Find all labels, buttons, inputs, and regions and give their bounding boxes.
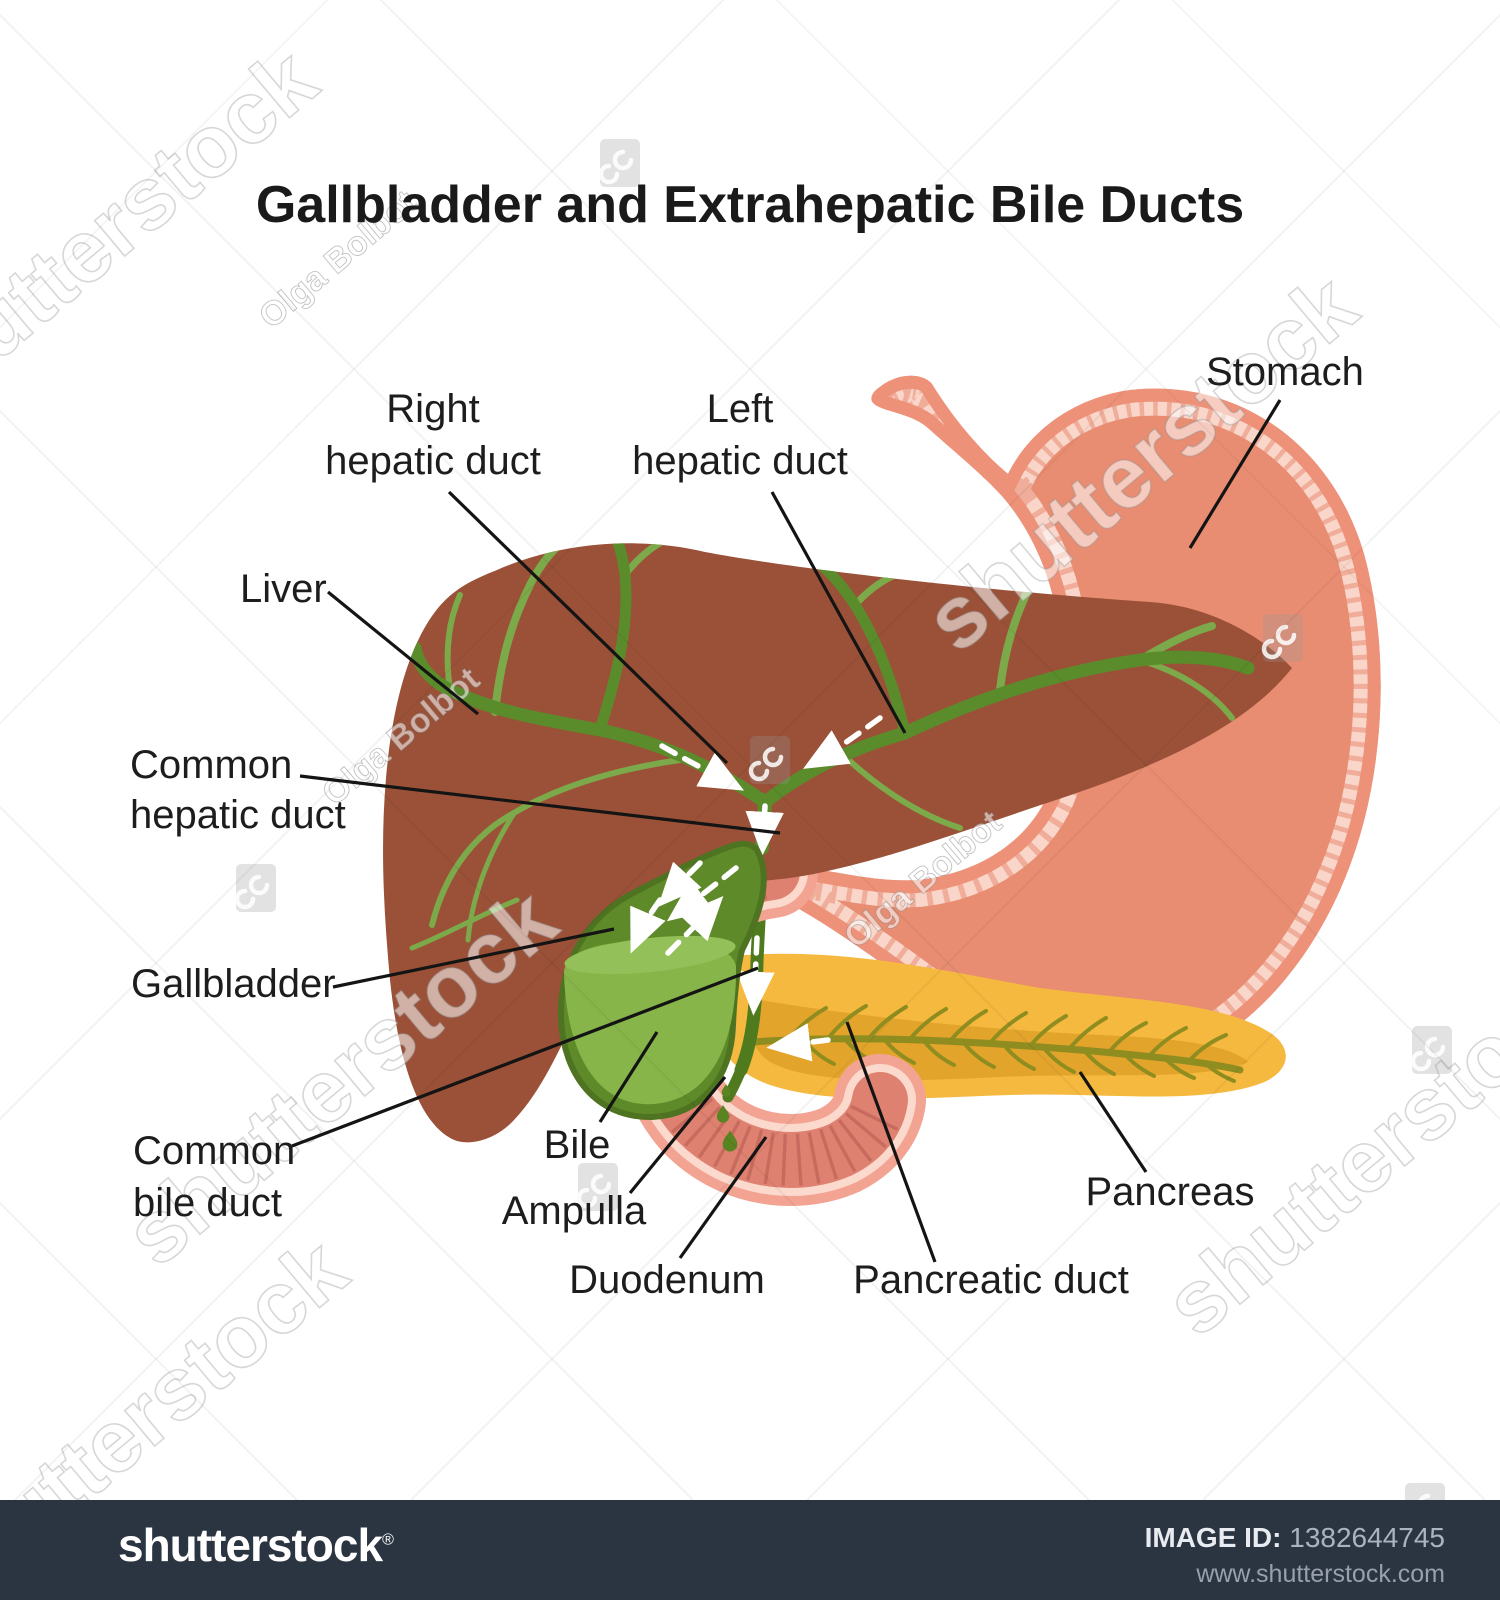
label-ampulla: Ampulla [502,1189,647,1233]
label-duodenum: Duodenum [569,1258,765,1302]
shutterstock-watermark: shutterstock [0,28,335,444]
footer-bar: shutterstock® IMAGE ID: 1382644745 www.s… [0,1500,1500,1600]
label-bile: Bile [544,1123,611,1167]
bile-surface [564,935,736,975]
label-stomach: Stomach [1206,350,1364,394]
leader-bile [598,1031,659,1123]
svg-text:Right: Right [386,387,479,431]
image-id: IMAGE ID: 1382644745 [1144,1522,1445,1553]
svg-text:hepatic duct: hepatic duct [130,793,346,837]
gallbladder-flow-arrows [630,860,739,956]
page-title: Gallbladder and Extrahepatic Bile Ducts [256,176,1244,234]
leader-common-bile-duct [291,966,759,1148]
label-common-bile-duct: Common bile duct [133,1129,295,1225]
pancreatic-duct-shape [748,1004,1244,1083]
gallbladder-shape [557,840,767,1121]
label-left-hepatic-duct: Left hepatic duct [632,387,848,483]
leader-stomach [1188,399,1282,549]
leader-common-hepatic-duct [299,774,781,835]
leader-ampulla [628,1075,727,1195]
leader-liver [326,590,480,716]
label-liver: Liver [240,567,327,611]
bile-fill [564,939,737,1105]
registered-mark-icon: ® [382,1531,394,1549]
leader-lines [291,399,1282,1263]
bile-flow-arrows [659,715,883,856]
label-gallbladder: Gallbladder [131,962,336,1006]
label-pancreas: Pancreas [1086,1170,1255,1214]
bile-drops [716,1084,738,1152]
leader-pancreas [1078,1071,1148,1173]
leader-right-hepatic-duct [447,490,729,765]
leader-pancreatic-duct [845,1021,937,1263]
leader-duodenum [678,1136,768,1259]
label-pancreatic-duct: Pancreatic duct [853,1258,1129,1302]
svg-text:hepatic duct: hepatic duct [632,439,848,483]
svg-text:Common: Common [133,1129,295,1173]
leader-left-hepatic-duct [770,491,907,734]
label-right-hepatic-duct: Right hepatic duct [325,387,541,483]
shutterstock-logo: shutterstock® [118,1519,394,1571]
svg-text:Common: Common [130,743,292,787]
leader-gallbladder [332,927,615,989]
svg-text:hepatic duct: hepatic duct [325,439,541,483]
website-url: www.shutterstock.com [1196,1560,1445,1588]
svg-text:bile duct: bile duct [133,1181,282,1225]
svg-text:Left: Left [707,387,774,431]
label-common-hepatic-duct: Common hepatic duct [130,743,346,837]
